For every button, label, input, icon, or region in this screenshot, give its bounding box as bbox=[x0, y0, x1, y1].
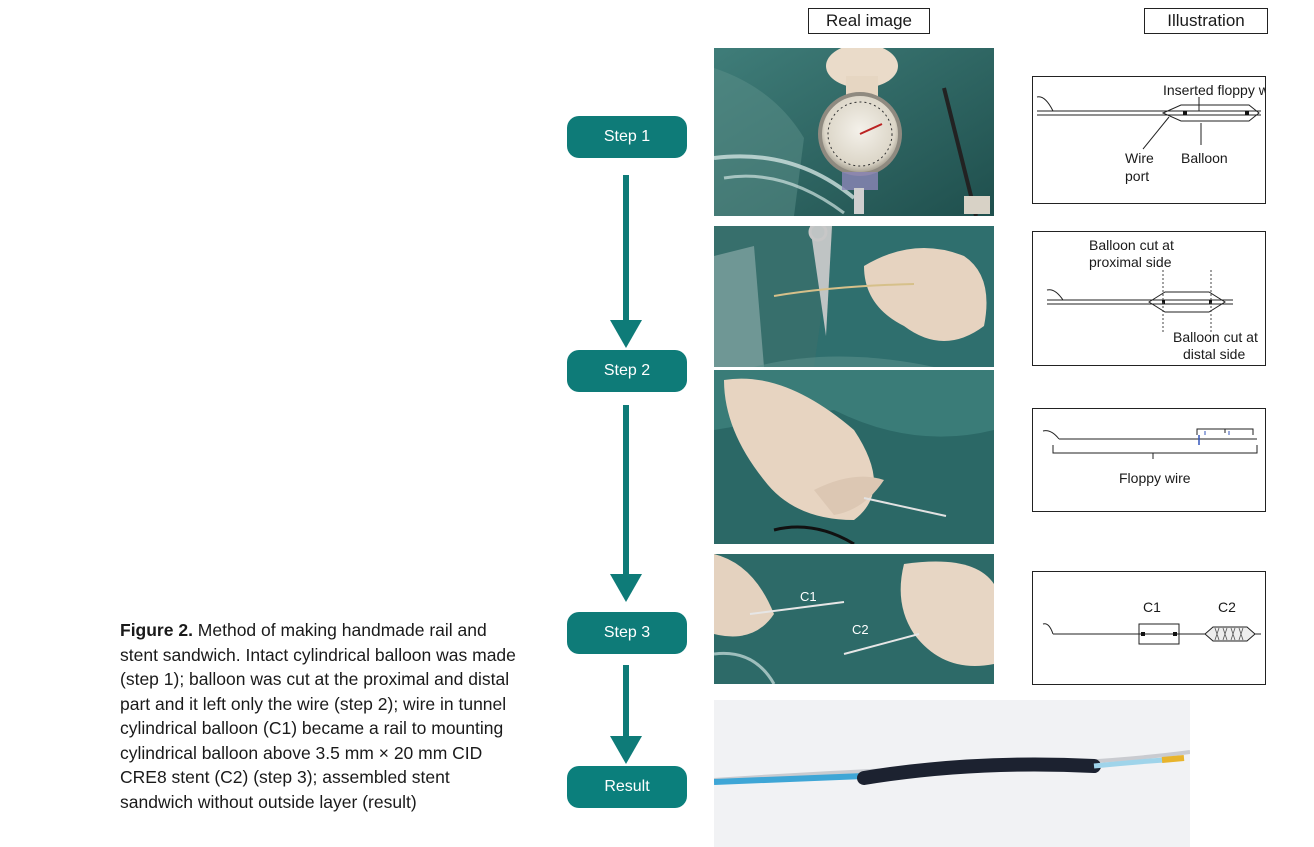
caption-text: Method of making handmade rail and stent… bbox=[120, 620, 516, 812]
illustration-step2b: Floppy wire bbox=[1032, 408, 1266, 512]
arrow-head-1 bbox=[610, 320, 642, 348]
label-floppy-wire: Floppy wire bbox=[1119, 470, 1191, 486]
photo-step2-cutting bbox=[714, 226, 994, 367]
arrow-step2-to-step3 bbox=[623, 405, 629, 580]
arrow-step3-to-result bbox=[623, 665, 629, 741]
label-c1: C1 bbox=[1143, 599, 1161, 615]
label-cut-proximal-1: Balloon cut at bbox=[1089, 237, 1174, 253]
arrow-head-3 bbox=[610, 736, 642, 764]
label-balloon: Balloon bbox=[1181, 150, 1228, 166]
caption-label: Figure 2. bbox=[120, 620, 193, 640]
photo-step1-inflator bbox=[714, 48, 994, 216]
label-cut-distal-1: Balloon cut at bbox=[1173, 329, 1258, 345]
step-3-label: Step 3 bbox=[567, 612, 687, 654]
arrow-step1-to-step2 bbox=[623, 175, 629, 325]
illustration-header: Illustration bbox=[1144, 8, 1268, 34]
label-port: port bbox=[1125, 168, 1149, 184]
label-cut-distal-2: distal side bbox=[1183, 346, 1245, 362]
real-image-header: Real image bbox=[808, 8, 930, 34]
result-label: Result bbox=[567, 766, 687, 808]
photo-result-stent bbox=[714, 700, 1190, 847]
label-wire: Wire bbox=[1125, 150, 1154, 166]
figure-caption: Figure 2. Method of making handmade rail… bbox=[120, 618, 525, 814]
step-2-label: Step 2 bbox=[567, 350, 687, 392]
photo-step3-assembly: C1 C2 bbox=[714, 554, 994, 684]
illustration-step1: Inserted floppy wire Wire port Balloon bbox=[1032, 76, 1266, 204]
illustration-step2: Balloon cut at proximal side Balloon cut… bbox=[1032, 231, 1266, 366]
step-1-label: Step 1 bbox=[567, 116, 687, 158]
photo-step2-wire bbox=[714, 370, 994, 544]
label-cut-proximal-2: proximal side bbox=[1089, 254, 1172, 270]
photo-c2-label: C2 bbox=[852, 622, 869, 637]
photo-c1-label: C1 bbox=[800, 589, 817, 604]
label-c2: C2 bbox=[1218, 599, 1236, 615]
label-inserted-floppy-wire: Inserted floppy wire bbox=[1163, 82, 1265, 98]
arrow-head-2 bbox=[610, 574, 642, 602]
illustration-step3: C1 C2 bbox=[1032, 571, 1266, 685]
